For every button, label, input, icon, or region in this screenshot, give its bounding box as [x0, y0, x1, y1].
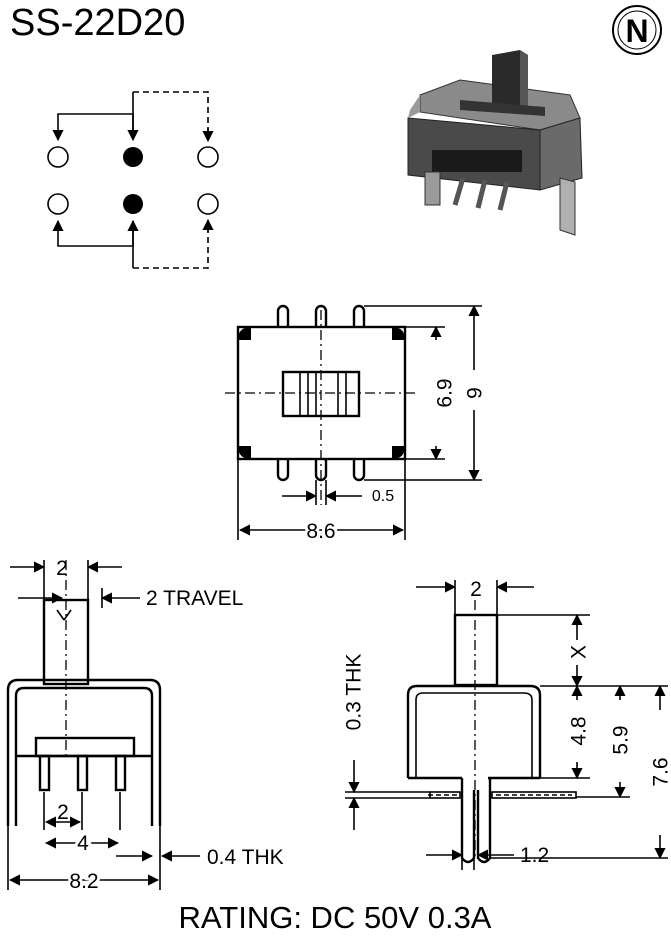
top-view	[225, 304, 482, 540]
rating-label: RATING: DC 50V 0.3A	[179, 900, 492, 935]
top-dim-9: 9	[464, 387, 487, 399]
side-dim-7-6: 7.6	[650, 757, 671, 786]
front-dim-actuator: 2	[56, 557, 68, 580]
contact-schematic	[47, 91, 219, 269]
front-view	[6, 560, 200, 890]
side-dim-x: X	[568, 645, 591, 659]
side-dim-1-2: 1.2	[520, 844, 549, 867]
product-photo	[407, 50, 583, 236]
side-dim-actuator: 2	[470, 578, 482, 601]
front-dim-pitch: 2	[57, 801, 69, 824]
side-thickness-label: 0.3 THK	[343, 654, 366, 731]
top-dim-8-6: 8.6	[306, 520, 335, 543]
side-view	[345, 580, 668, 870]
side-dim-4-8: 4.8	[568, 716, 591, 745]
front-dim-width: 8.2	[69, 870, 98, 893]
brand-logo: N	[612, 5, 662, 55]
front-dim-span: 4	[77, 832, 89, 855]
side-dim-5-9: 5.9	[610, 725, 633, 754]
top-dim-0-5: 0.5	[372, 488, 394, 505]
part-number-title: SS-22D20	[10, 2, 185, 44]
logo-letter: N	[625, 13, 648, 49]
front-thickness-label: 0.4 THK	[207, 846, 284, 869]
front-travel-label: 2 TRAVEL	[146, 587, 243, 610]
top-dim-6-9: 6.9	[434, 378, 457, 407]
